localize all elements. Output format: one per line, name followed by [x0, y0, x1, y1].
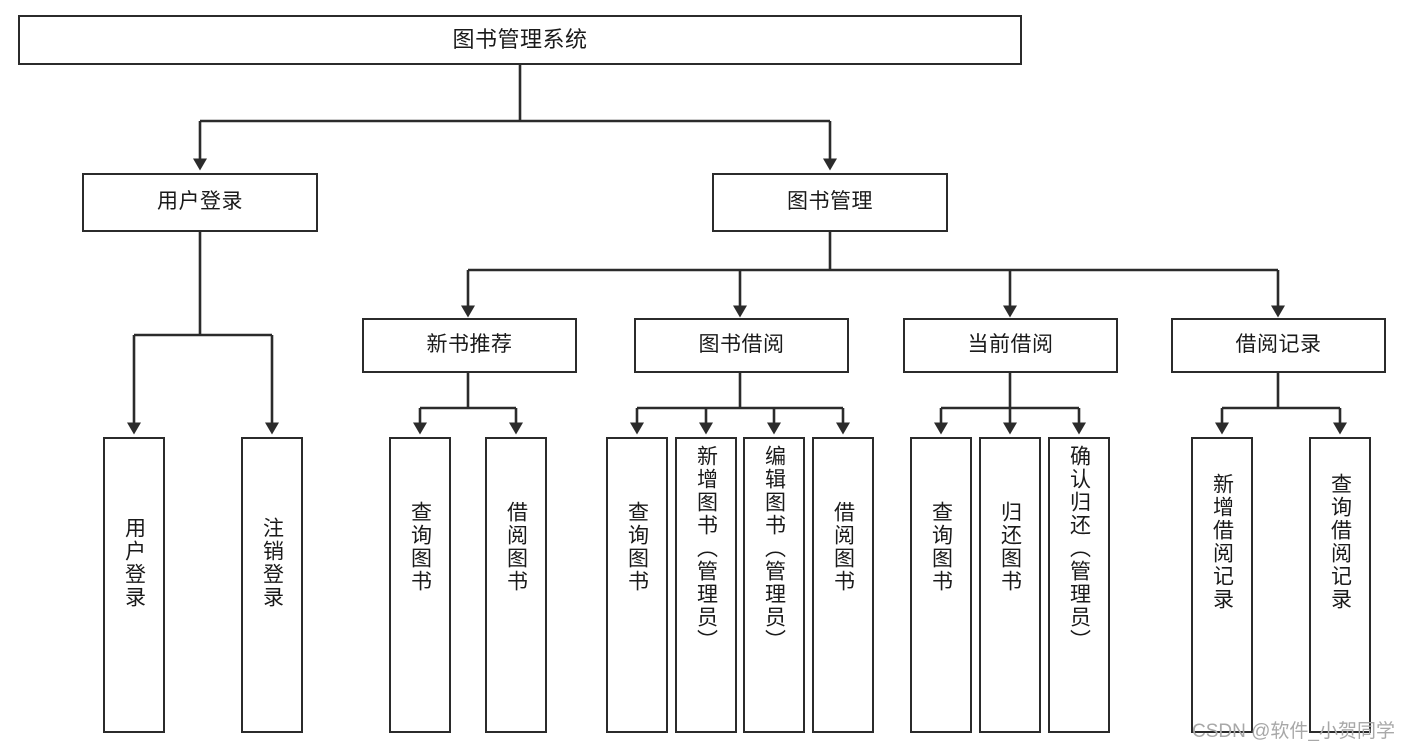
leaf-add-borrow-record[interactable]: 新增借阅记录 [1191, 437, 1253, 733]
leaf-return-book[interactable]: 归还图书 [979, 437, 1041, 733]
node-label: 用户登录 [157, 190, 243, 214]
node-borrow-record[interactable]: 借阅记录 [1171, 318, 1386, 373]
node-book-management[interactable]: 图书管理 [712, 173, 948, 232]
node-label: 借阅图书 [831, 501, 855, 593]
leaf-borrow-book-recommend[interactable]: 借阅图书 [485, 437, 547, 733]
leaf-edit-book[interactable]: 编辑图书（管理员） [743, 437, 805, 733]
node-label: 编辑图书（管理员） [762, 445, 786, 652]
node-current-borrow[interactable]: 当前借阅 [903, 318, 1118, 373]
node-label: 用户登录 [122, 517, 146, 609]
node-label: 确认归还（管理员） [1067, 445, 1091, 652]
node-root-system[interactable]: 图书管理系统 [18, 15, 1022, 65]
node-label: 新书推荐 [426, 333, 513, 357]
leaf-query-book-current[interactable]: 查询图书 [910, 437, 972, 733]
node-label: 借阅记录 [1235, 333, 1322, 357]
node-user-login[interactable]: 用户登录 [82, 173, 318, 232]
node-label: 查询借阅记录 [1328, 473, 1352, 611]
leaf-query-book-recommend[interactable]: 查询图书 [389, 437, 451, 733]
leaf-user-login[interactable]: 用户登录 [103, 437, 165, 733]
leaf-borrow-book[interactable]: 借阅图书 [812, 437, 874, 733]
node-label: 新增图书（管理员） [694, 445, 718, 652]
node-label: 查询图书 [929, 501, 953, 593]
node-label: 图书管理系统 [452, 27, 588, 53]
node-label: 注销登录 [260, 517, 284, 609]
leaf-query-borrow-record[interactable]: 查询借阅记录 [1309, 437, 1371, 733]
node-new-book-recommend[interactable]: 新书推荐 [362, 318, 577, 373]
node-label: 借阅图书 [504, 501, 528, 593]
node-label: 新增借阅记录 [1210, 473, 1234, 611]
csdn-watermark: CSDN @软件_小贺同学 [1192, 721, 1395, 742]
leaf-confirm-return[interactable]: 确认归还（管理员） [1048, 437, 1110, 733]
node-book-borrow[interactable]: 图书借阅 [634, 318, 849, 373]
node-label: 图书借阅 [698, 333, 785, 357]
leaf-add-book[interactable]: 新增图书（管理员） [675, 437, 737, 733]
leaf-logout-login[interactable]: 注销登录 [241, 437, 303, 733]
node-label: 归还图书 [998, 501, 1022, 593]
node-label: 图书管理 [787, 190, 873, 214]
node-label: 查询图书 [408, 501, 432, 593]
node-label: 查询图书 [625, 501, 649, 593]
leaf-query-book-borrow[interactable]: 查询图书 [606, 437, 668, 733]
node-label: 当前借阅 [967, 333, 1054, 357]
